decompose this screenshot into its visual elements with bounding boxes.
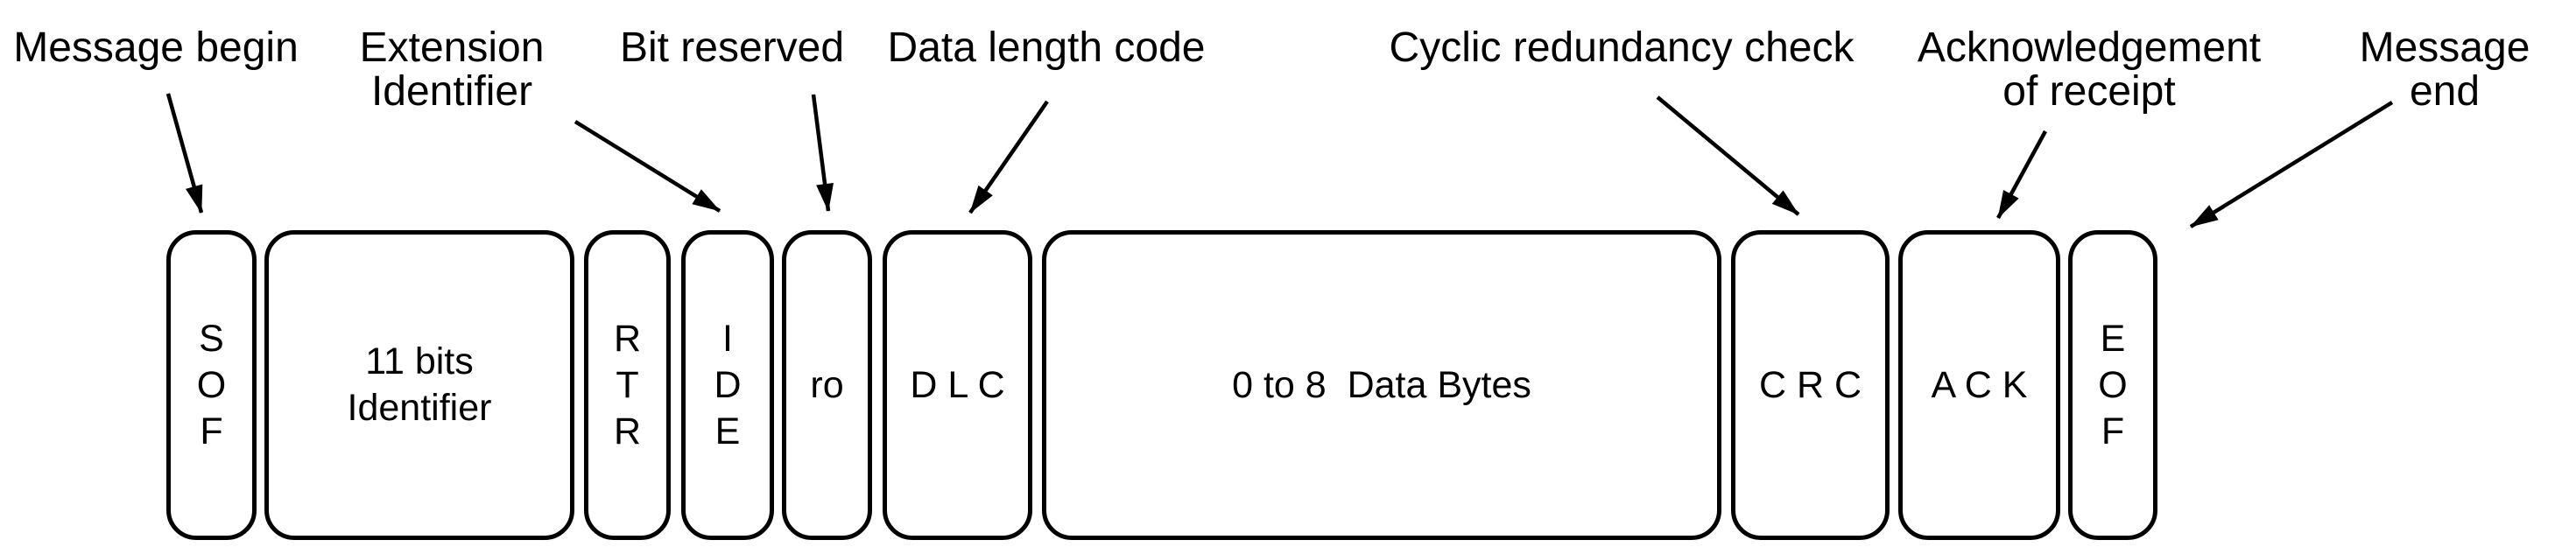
label-extension-identifier: Extension Identifier	[359, 25, 545, 115]
arrow-cyclic-redundancy-check	[1656, 95, 1800, 216]
field-box-ro: ro	[782, 230, 872, 540]
field-label-eof: E O F	[2098, 317, 2128, 452]
label-cyclic-redundancy-check: Cyclic redundancy check	[1389, 25, 1855, 71]
arrow-message-end	[2189, 101, 2394, 228]
field-label-rtr: R T R	[613, 317, 642, 452]
label-data-length-code: Data length code	[887, 25, 1206, 71]
field-box-ide: I D E	[681, 230, 774, 540]
field-box-identifier: 11 bits Identifier	[264, 230, 574, 540]
field-box-crc: C R C	[1731, 230, 1890, 540]
field-label-ide: I D E	[714, 317, 742, 452]
field-box-data-bytes: 0 to 8 Data Bytes	[1042, 230, 1721, 540]
field-label-data-bytes: 0 to 8 Data Bytes	[1232, 363, 1531, 406]
field-label-crc: C R C	[1758, 363, 1862, 406]
arrow-message-begin	[165, 93, 204, 214]
label-bit-reserved: Bit reserved	[619, 25, 845, 71]
arrow-acknowledgement	[1996, 130, 2047, 220]
arrow-bit-reserved	[811, 94, 834, 212]
field-label-dlc: D L C	[910, 363, 1005, 406]
label-message-begin: Message begin	[13, 25, 299, 71]
field-label-identifier: 11 bits Identifier	[347, 340, 492, 429]
arrow-extension-identifier	[574, 120, 721, 213]
field-label-ro: ro	[810, 363, 844, 406]
field-box-rtr: R T R	[584, 230, 671, 540]
field-box-ack: A C K	[1898, 230, 2060, 540]
field-box-dlc: D L C	[883, 230, 1032, 540]
field-box-sof: S O F	[166, 230, 257, 540]
field-label-sof: S O F	[196, 317, 227, 452]
arrow-data-length-code	[968, 100, 1049, 214]
field-label-ack: A C K	[1931, 363, 2028, 406]
field-box-eof: E O F	[2068, 230, 2157, 540]
label-message-end: Message end	[2359, 25, 2542, 115]
label-acknowledgement-of-receipt: Acknowledgement of receipt	[1917, 25, 2262, 115]
